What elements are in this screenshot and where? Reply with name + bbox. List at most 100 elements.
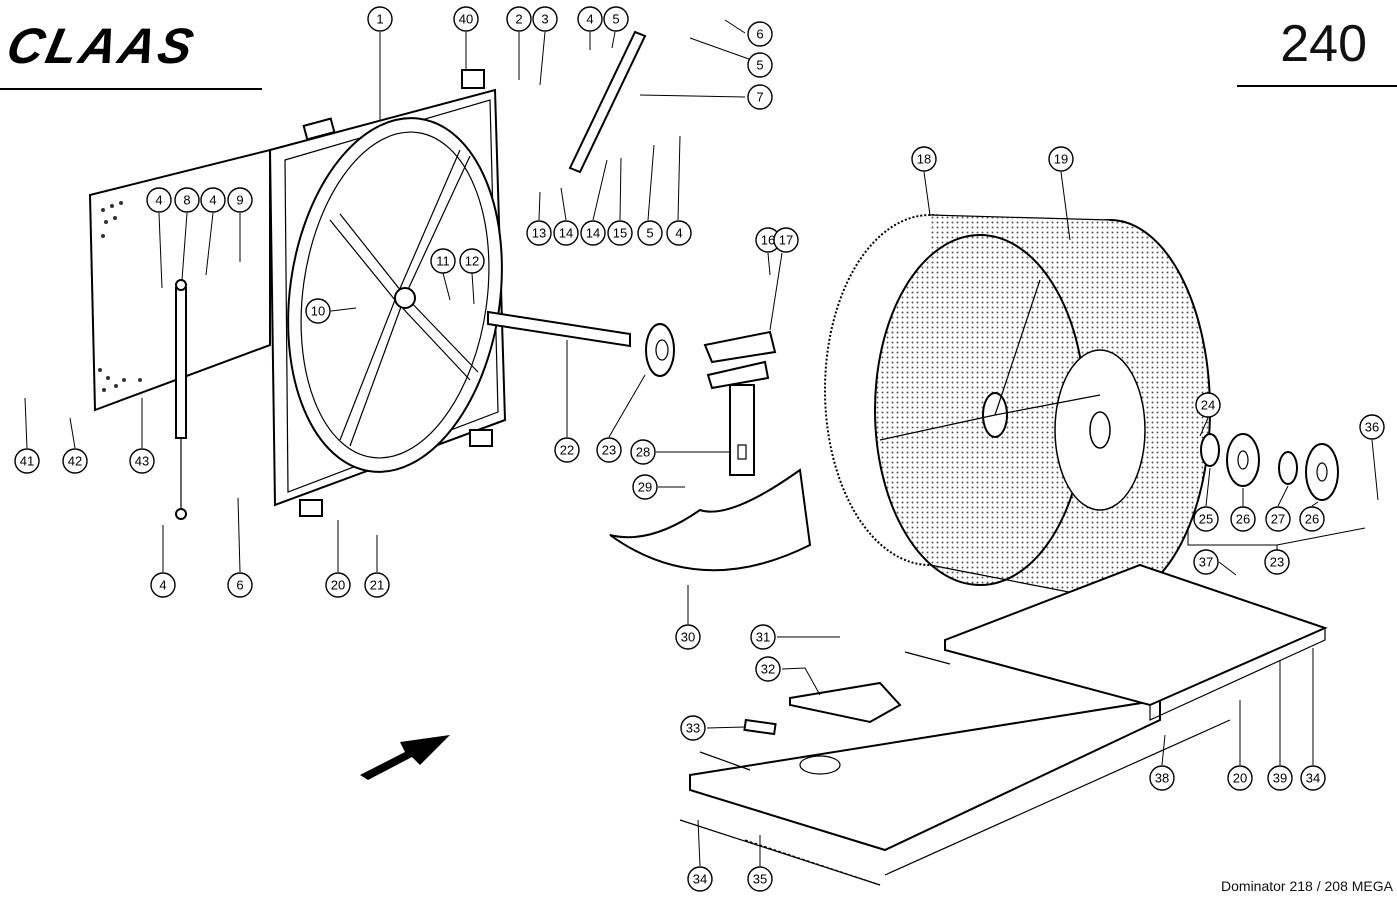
svg-text:23: 23 [1270,555,1284,570]
svg-text:30: 30 [681,630,695,645]
svg-text:16: 16 [761,233,775,248]
svg-text:38: 38 [1155,771,1169,786]
svg-text:33: 33 [686,721,700,736]
mounting-bracket [703,330,777,476]
callout-33: 33 [680,715,706,741]
callout-4: 4 [150,572,176,598]
callout-6: 6 [747,21,773,47]
callout-24: 24 [1195,392,1221,418]
svg-text:37: 37 [1199,555,1213,570]
svg-text:29: 29 [638,480,652,495]
svg-text:2: 2 [515,12,522,27]
callout-4: 4 [200,187,226,213]
callout-21: 21 [364,572,390,598]
callout-3: 3 [532,6,558,32]
svg-text:5: 5 [646,226,653,241]
svg-text:4: 4 [586,12,593,27]
svg-text:35: 35 [753,872,767,887]
callout-4: 4 [666,220,692,246]
svg-text:34: 34 [693,872,707,887]
callout-38: 38 [1149,765,1175,791]
callout-27: 27 [1265,506,1291,532]
svg-text:4: 4 [155,193,162,208]
callout-41: 41 [14,448,40,474]
svg-text:24: 24 [1201,398,1215,413]
svg-text:18: 18 [917,152,931,167]
base-plate [679,563,1328,886]
svg-text:28: 28 [636,445,650,460]
callout-4: 4 [146,187,172,213]
svg-text:23: 23 [602,443,616,458]
callout-34: 34 [687,866,713,892]
svg-text:42: 42 [68,454,82,469]
callout-18: 18 [911,146,937,172]
svg-text:21: 21 [370,578,384,593]
callout-42: 42 [62,448,88,474]
svg-text:5: 5 [612,12,619,27]
callout-40: 40 [453,6,479,32]
svg-text:9: 9 [236,193,243,208]
svg-text:25: 25 [1199,512,1213,527]
header-rule-right [1237,85,1397,87]
callout-23: 23 [596,437,622,463]
svg-text:22: 22 [560,443,574,458]
svg-text:31: 31 [756,630,770,645]
callout-25: 25 [1193,506,1219,532]
callout-1: 1 [367,6,393,32]
rotary-screen-drum [824,214,1211,601]
callout-11: 11 [430,248,456,274]
svg-text:20: 20 [331,578,345,593]
callout-6: 6 [227,572,253,598]
callout-30: 30 [675,624,701,650]
svg-text:20: 20 [1233,771,1247,786]
callout-31: 31 [750,624,776,650]
svg-text:6: 6 [756,27,763,42]
svg-text:14: 14 [559,226,573,241]
svg-text:4: 4 [209,193,216,208]
svg-text:39: 39 [1273,771,1287,786]
svg-text:4: 4 [159,578,166,593]
svg-text:17: 17 [779,233,793,248]
callout-28: 28 [630,439,656,465]
model-caption: Dominator 218 / 208 MEGA [1221,878,1393,894]
svg-text:43: 43 [135,454,149,469]
callout-43: 43 [129,448,155,474]
callout-19: 19 [1048,146,1074,172]
svg-text:15: 15 [613,226,627,241]
callout-14: 14 [553,220,579,246]
support-arm [568,30,647,174]
svg-text:7: 7 [756,90,763,105]
callout-39: 39 [1267,765,1293,791]
page-number: 240 [1280,15,1367,73]
svg-text:6: 6 [236,578,243,593]
svg-text:19: 19 [1054,152,1068,167]
fan-shaft [487,310,675,377]
callout-7: 7 [747,84,773,110]
callout-12: 12 [459,248,485,274]
svg-text:27: 27 [1271,512,1285,527]
callout-29: 29 [632,474,658,500]
svg-text:3: 3 [541,12,548,27]
callout-26: 26 [1299,506,1325,532]
callout-5: 5 [637,220,663,246]
callout-20: 20 [325,572,351,598]
callout-26: 26 [1230,506,1256,532]
svg-text:12: 12 [465,254,479,269]
svg-text:32: 32 [761,662,775,677]
svg-text:1: 1 [376,12,383,27]
callout-37: 37 [1193,549,1219,575]
callout-35: 35 [747,866,773,892]
svg-text:26: 26 [1236,512,1250,527]
callout-10: 10 [305,298,331,324]
svg-text:14: 14 [586,226,600,241]
bearing-assembly [1200,433,1339,501]
svg-text:4: 4 [675,226,682,241]
svg-text:36: 36 [1365,420,1379,435]
svg-text:5: 5 [756,58,763,73]
callout-22: 22 [554,437,580,463]
callout-36: 36 [1359,414,1385,440]
callout-34: 34 [1300,765,1326,791]
callout-8: 8 [174,187,200,213]
svg-text:13: 13 [532,226,546,241]
